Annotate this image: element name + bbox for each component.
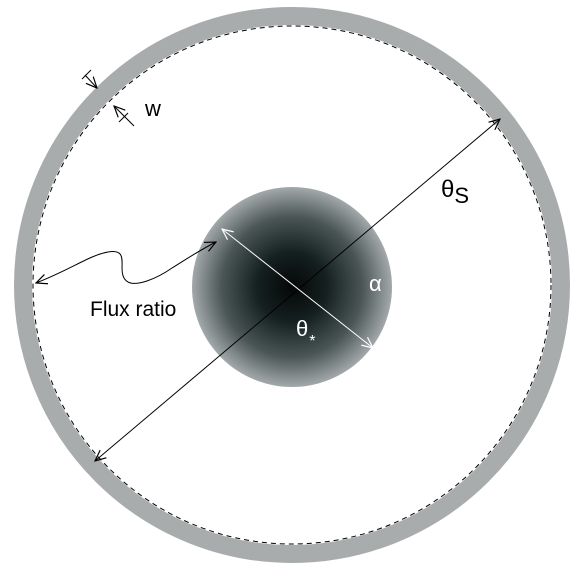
theta-star-arrow bbox=[222, 229, 373, 348]
width-arrow-inner bbox=[114, 106, 135, 127]
dashed-circle bbox=[32, 25, 552, 545]
width-label: w bbox=[144, 96, 161, 121]
flux-ratio-connector bbox=[36, 242, 216, 283]
theta-s-symbol: θ bbox=[441, 176, 454, 203]
theta-star-symbol: θ bbox=[296, 316, 308, 341]
star-disk bbox=[192, 187, 392, 387]
flux-ratio-label: Flux ratio bbox=[90, 298, 176, 321]
alpha-label: α bbox=[369, 271, 382, 296]
width-arrow-cross-outer bbox=[81, 69, 92, 80]
theta-s-subscript: S bbox=[454, 183, 469, 208]
theta-star-subscript: * bbox=[309, 333, 315, 350]
width-arrow-cross-inner bbox=[118, 112, 129, 123]
width-arrow-outer bbox=[84, 74, 97, 88]
theta-s-label: θS bbox=[441, 176, 469, 208]
theta-star-label: θ* bbox=[296, 316, 315, 350]
theta-s-arrow bbox=[95, 119, 500, 461]
outer-ring bbox=[14, 7, 570, 563]
